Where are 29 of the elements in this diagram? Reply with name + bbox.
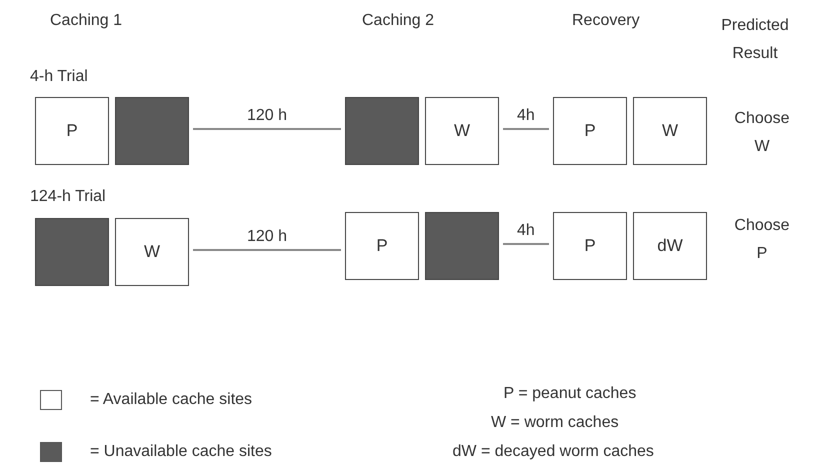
- heading: Caching 1: [50, 12, 122, 30]
- connector-line: [503, 128, 549, 130]
- trial-label: 4-h Trial: [30, 68, 88, 86]
- key-text: W = worm caches: [491, 414, 619, 432]
- cache-box: W: [633, 97, 707, 165]
- result-text: Choose W: [733, 109, 791, 157]
- connector-line: [503, 243, 549, 245]
- cache-box: P: [345, 212, 419, 280]
- unavailable-cache-box: [35, 218, 109, 286]
- connector-line: [193, 249, 341, 251]
- unavailable-cache-box: [345, 97, 419, 165]
- unavailable-cache-box: [425, 212, 499, 280]
- cache-box: W: [425, 97, 499, 165]
- heading: Caching 2: [362, 12, 434, 30]
- heading: Recovery: [572, 12, 640, 30]
- heading: Predicted Result: [720, 16, 790, 64]
- cache-box: P: [35, 97, 109, 165]
- legend-text: = Available cache sites: [90, 391, 252, 409]
- unavailable-cache-box: [115, 97, 189, 165]
- cache-box: P: [553, 97, 627, 165]
- result-text: Choose P: [733, 216, 791, 264]
- key-text: P = peanut caches: [504, 385, 636, 403]
- trial-label: 124-h Trial: [30, 188, 106, 206]
- cache-box: P: [553, 212, 627, 280]
- cache-box: W: [115, 218, 189, 286]
- connector-line: [193, 128, 341, 130]
- key-text: dW = decayed worm caches: [452, 443, 654, 461]
- legend-text: = Unavailable cache sites: [90, 443, 272, 461]
- cache-box: dW: [633, 212, 707, 280]
